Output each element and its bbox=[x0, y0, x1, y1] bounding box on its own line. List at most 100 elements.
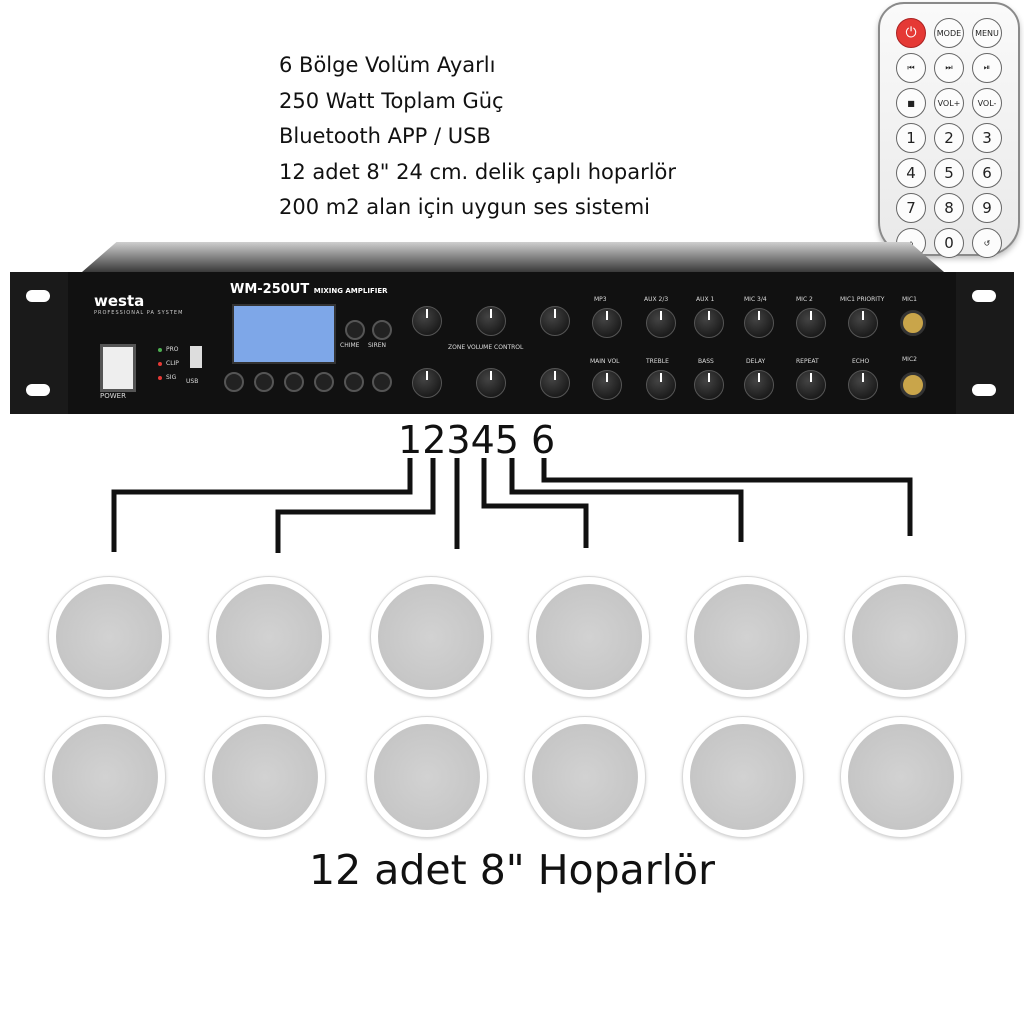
zone-volume-label: ZONE VOLUME CONTROL bbox=[448, 344, 524, 351]
feature-item: 6 Bölge Volüm Ayarlı bbox=[279, 53, 496, 77]
delay-knob bbox=[744, 370, 774, 400]
ceiling-speaker bbox=[528, 576, 650, 698]
mp3-knob bbox=[592, 308, 622, 338]
ceiling-speaker bbox=[682, 716, 804, 838]
rack-hole bbox=[26, 384, 50, 396]
main-volume-knob bbox=[592, 370, 622, 400]
remote-button: ⏯ bbox=[972, 53, 1002, 83]
remote-button: 7 bbox=[896, 193, 926, 223]
chime-label: CHIME bbox=[340, 342, 360, 349]
mic1-jack bbox=[900, 310, 926, 336]
model-subtitle: MIXING AMPLIFIER bbox=[313, 287, 388, 295]
model-number: WM-250UT bbox=[230, 282, 310, 297]
knob-label: BASS bbox=[698, 358, 714, 365]
repeat-knob bbox=[796, 370, 826, 400]
ceiling-speaker bbox=[524, 716, 646, 838]
mic-label: MIC2 bbox=[902, 356, 917, 363]
amplifier-top-cover bbox=[82, 242, 944, 272]
remote-button: 9 bbox=[972, 193, 1002, 223]
zone-knob-ch5 bbox=[476, 368, 506, 398]
amplifier-front-panel bbox=[10, 272, 1014, 414]
led-pro bbox=[158, 348, 162, 352]
zone-knob-ch4 bbox=[412, 368, 442, 398]
aux1-knob bbox=[694, 308, 724, 338]
remote-button: ⏻ bbox=[896, 18, 926, 48]
led-label: CLIP bbox=[166, 360, 179, 367]
power-switch bbox=[100, 344, 136, 392]
siren-label: SIREN bbox=[368, 342, 387, 349]
speaker-grille bbox=[378, 584, 484, 690]
remote-button: 6 bbox=[972, 158, 1002, 188]
lcd-display bbox=[232, 304, 336, 364]
echo-knob bbox=[848, 370, 878, 400]
remote-button: ⏭ bbox=[934, 53, 964, 83]
usb-port bbox=[190, 346, 202, 368]
rack-ear-right bbox=[956, 272, 1014, 414]
zone-knob-ch3 bbox=[540, 306, 570, 336]
remote-button: 3 bbox=[972, 123, 1002, 153]
knob-label: MP3 bbox=[594, 296, 607, 303]
zone-4-wire bbox=[481, 458, 589, 548]
zone-number: 5 bbox=[494, 418, 519, 462]
mp3-button bbox=[372, 372, 392, 392]
zone-knob-ch6 bbox=[540, 368, 570, 398]
speaker-grille bbox=[56, 584, 162, 690]
mic1-priority-knob bbox=[848, 308, 878, 338]
chime-button bbox=[345, 320, 365, 340]
zone-number: 2 bbox=[422, 418, 447, 462]
knob-label: TREBLE bbox=[646, 358, 669, 365]
repeat-button bbox=[344, 372, 364, 392]
mixing-amplifier: westa PROFESSIONAL PA SYSTEM WM-250UT MI… bbox=[10, 242, 1014, 414]
brand-subtitle: PROFESSIONAL PA SYSTEM bbox=[94, 310, 184, 316]
speaker-grille bbox=[690, 724, 796, 830]
knob-label: DELAY bbox=[746, 358, 766, 365]
zone-number: 1 bbox=[398, 418, 423, 462]
remote-button: MENU bbox=[972, 18, 1002, 48]
folder-button bbox=[314, 372, 334, 392]
ceiling-speaker bbox=[48, 576, 170, 698]
remote-button: 4 bbox=[896, 158, 926, 188]
next-button bbox=[284, 372, 304, 392]
remote-button: VOL- bbox=[972, 88, 1002, 118]
knob-label: MIC 3/4 bbox=[744, 296, 767, 303]
siren-button bbox=[372, 320, 392, 340]
aux23-knob bbox=[646, 308, 676, 338]
zone-number: 6 bbox=[530, 418, 556, 462]
speaker-grille bbox=[374, 724, 480, 830]
led-label: PRO bbox=[166, 346, 179, 353]
remote-button: MODE bbox=[934, 18, 964, 48]
feature-item: 250 Watt Toplam Güç bbox=[279, 88, 504, 113]
knob-label: AUX 1 bbox=[696, 296, 715, 303]
speaker-grille bbox=[216, 584, 322, 690]
speaker-grille bbox=[536, 584, 642, 690]
zone-6-wire bbox=[541, 458, 913, 536]
mic2-knob bbox=[796, 308, 826, 338]
remote-button: ↺ bbox=[972, 228, 1002, 258]
usb-label: USB bbox=[186, 378, 199, 385]
speaker-caption: 12 adet 8" Hoparlör bbox=[309, 846, 715, 894]
speaker-grille bbox=[694, 584, 800, 690]
remote-button: 0 bbox=[934, 228, 964, 258]
remote-button: 8 bbox=[934, 193, 964, 223]
speaker-grille bbox=[52, 724, 158, 830]
feature-item: 12 adet 8" 24 cm. delik çaplı hoparlör bbox=[279, 159, 677, 184]
rack-hole bbox=[972, 384, 996, 396]
ceiling-speaker bbox=[844, 576, 966, 698]
led-clip bbox=[158, 362, 162, 366]
feature-item: Bluetooth APP / USB bbox=[279, 124, 491, 148]
zone-number: 3 bbox=[446, 418, 471, 462]
rack-ear-left bbox=[10, 272, 68, 414]
remote-button: 2 bbox=[934, 123, 964, 153]
knob-label: MAIN VOL bbox=[590, 358, 620, 365]
feature-list: 6 Bölge Volüm Ayarlı 250 Watt Toplam Güç… bbox=[279, 48, 676, 226]
speaker-grille bbox=[848, 724, 954, 830]
knob-label: AUX 2/3 bbox=[644, 296, 669, 303]
rack-hole bbox=[26, 290, 50, 302]
zone-number: 4 bbox=[470, 418, 495, 462]
treble-knob bbox=[646, 370, 676, 400]
speaker-grille bbox=[852, 584, 958, 690]
